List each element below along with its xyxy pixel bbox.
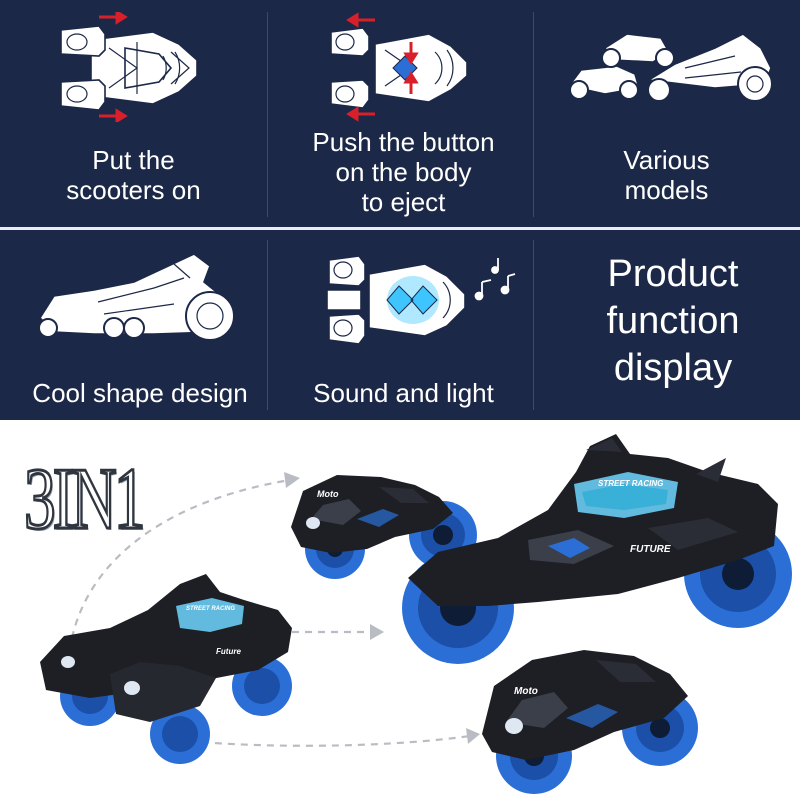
column-divider bbox=[533, 12, 534, 217]
column-divider bbox=[267, 240, 268, 410]
caption-sound-light: Sound and light bbox=[313, 378, 494, 408]
row-divider bbox=[0, 227, 800, 230]
transformation-arrows bbox=[70, 472, 480, 747]
caption-put-scooters: Put the scooters on bbox=[66, 145, 201, 205]
sound-light-icon bbox=[326, 255, 516, 345]
big-car-side-decal: FUTURE bbox=[630, 544, 671, 555]
small-car-side-decal: Future bbox=[216, 647, 241, 656]
big-car-hood-decal: STREET RACING bbox=[598, 479, 663, 488]
caption-cool-shape: Cool shape design bbox=[32, 378, 248, 408]
big-car: STREET RACING FUTURE bbox=[402, 434, 792, 664]
3in1-logo: 3IN1 bbox=[23, 451, 147, 548]
scooter-attach-icon bbox=[60, 12, 198, 122]
various-models-icon bbox=[567, 33, 773, 102]
combined-car: STREET RACING Future bbox=[40, 574, 292, 764]
caption-various-models: Various models bbox=[623, 145, 710, 205]
eject-button-icon bbox=[330, 12, 468, 122]
column-divider bbox=[533, 240, 534, 410]
cool-shape-icon bbox=[38, 253, 234, 341]
moto-top-decal: Moto bbox=[317, 489, 339, 499]
motorcycle-bottom: Moto bbox=[482, 650, 698, 794]
caption-push-button: Push the button on the body to eject bbox=[312, 127, 495, 217]
moto-bottom-decal: Moto bbox=[514, 686, 538, 697]
small-car-hood-decal: STREET RACING bbox=[186, 606, 235, 612]
column-divider bbox=[267, 12, 268, 217]
product-function-title: Product function display bbox=[606, 253, 740, 389]
